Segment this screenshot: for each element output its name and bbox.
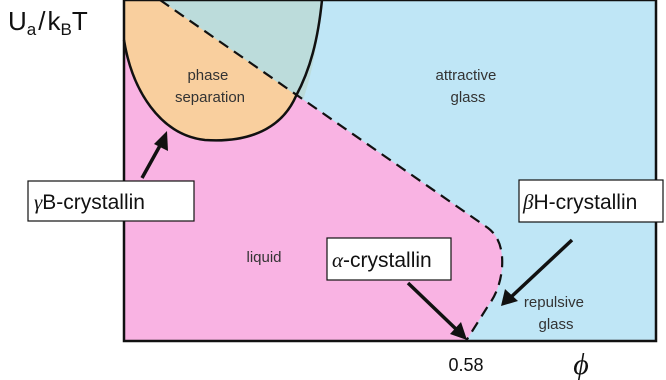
beta-callout-text: H-crystallin xyxy=(533,191,637,214)
gamma-symbol: γ xyxy=(34,190,43,214)
gamma-callout-text: B-crystallin xyxy=(42,191,145,214)
phase-separation-boundary xyxy=(122,0,324,142)
x-tick-058: 0.58 xyxy=(448,355,483,375)
glass-transition-line xyxy=(159,0,504,342)
alpha-arrow xyxy=(406,281,467,340)
svg-text:γB-crystallin: γB-crystallin xyxy=(34,190,145,214)
attractive-glass-label: attractive glass xyxy=(435,67,500,106)
alpha-callout-text: -crystallin xyxy=(343,249,432,272)
plot-frame xyxy=(122,0,658,343)
x-axis-label: ϕ xyxy=(573,348,589,380)
liquid-label: liquid xyxy=(246,249,281,266)
overlap-region xyxy=(160,0,322,100)
alpha-symbol: α xyxy=(332,248,344,272)
alpha-crystallin-callout: α-crystallin xyxy=(326,237,452,281)
phase-separation-label: phase separation xyxy=(175,67,245,106)
y-axis-label: Ua/kBT xyxy=(8,6,88,39)
beta-symbol: β xyxy=(522,190,534,214)
svg-text:α-crystallin: α-crystallin xyxy=(332,248,432,272)
svg-text:βH-crystallin: βH-crystallin xyxy=(522,190,637,214)
repulsive-glass-label: repulsive glass xyxy=(524,294,588,333)
beta-h-crystallin-callout: βH-crystallin xyxy=(518,179,664,223)
gamma-arrow xyxy=(140,131,168,179)
beta-arrow xyxy=(501,238,574,306)
gamma-b-crystallin-callout: γB-crystallin xyxy=(27,180,195,222)
